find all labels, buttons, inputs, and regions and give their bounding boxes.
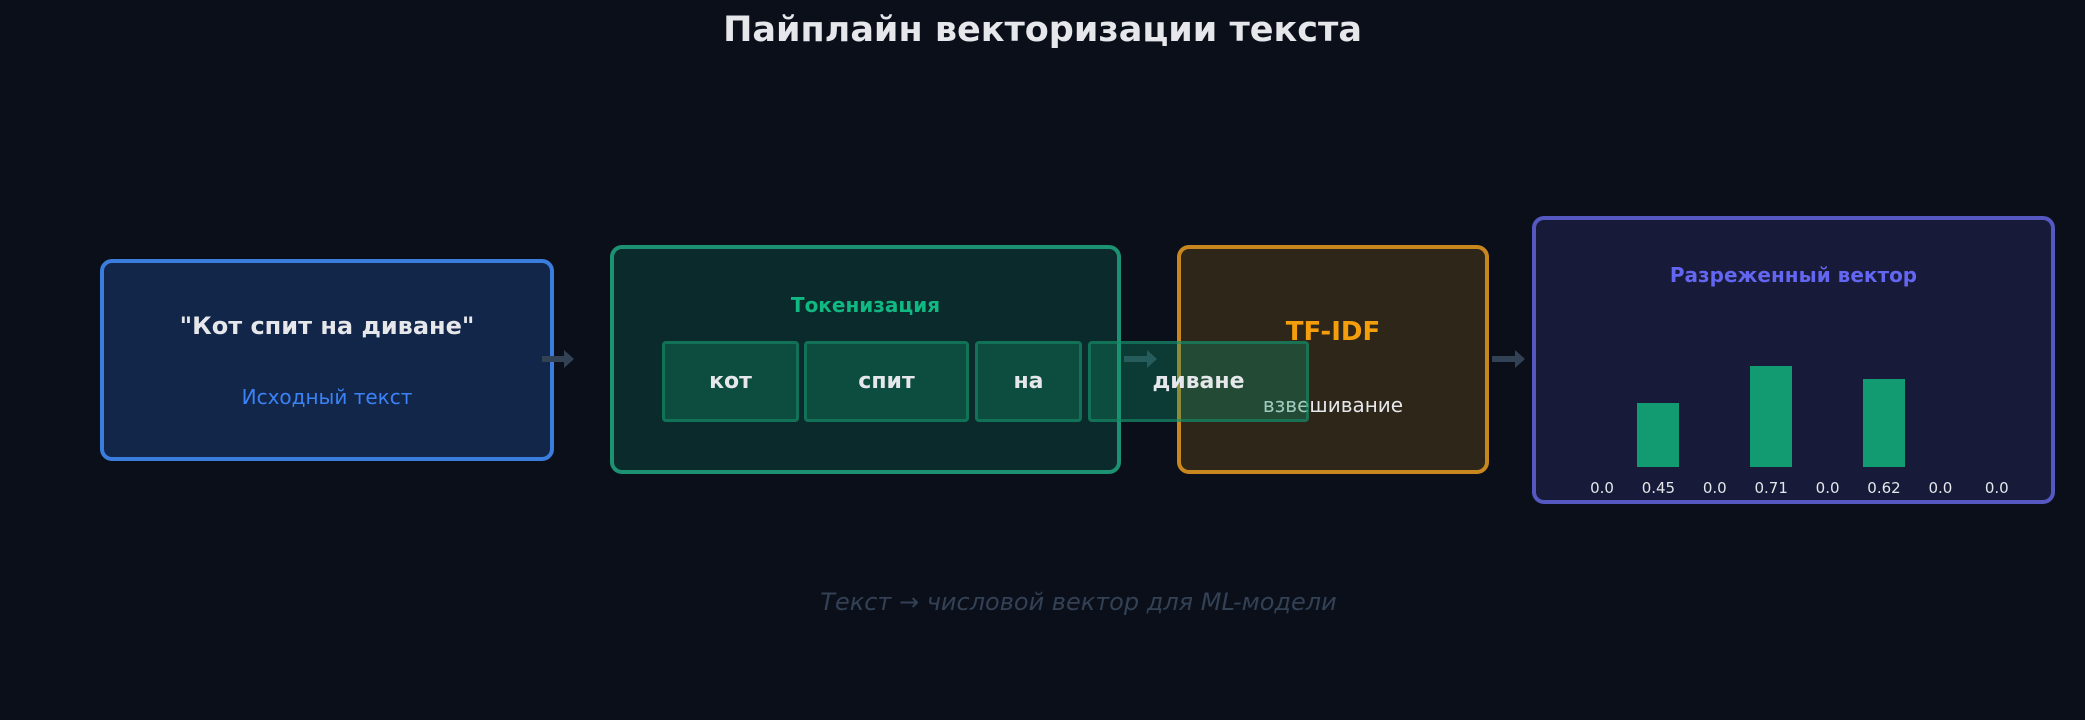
vector-bar [1863,378,1905,467]
vector-value-label: 0.62 [1867,479,1901,497]
vector-value-label: 0.0 [1702,479,1727,497]
token-spit: спит [804,341,969,422]
vector-value-label: 0.0 [1928,479,1953,497]
source-text-box: "Кот спит на диване" Исходный текст [100,259,554,461]
arrow-2 [1124,350,1157,368]
arrow-1 [542,350,574,368]
diagram-title: Пайплайн векторизации текста [723,10,1362,50]
vector-value-label: 0.0 [1815,479,1840,497]
vector-value-label: 0.0 [1984,479,2009,497]
source-label: Исходный текст [241,385,413,409]
source-text: "Кот спит на диване" [179,312,475,340]
vector-value-label: 0.45 [1641,479,1676,497]
token-divane: диване [1088,341,1309,422]
tfidf-label: взвешивание [1262,393,1404,417]
vector-bar [1637,403,1680,467]
sparse-vector-box: Разреженный вектор [1532,216,2055,504]
sparse-vector-title: Разреженный вектор [1669,263,1918,287]
token-na: на [975,341,1082,422]
token-kot: кот [662,341,799,422]
tokenization-title: Токенизация [790,293,941,317]
tokenization-box: Токенизация [610,245,1121,474]
vector-value-label: 0.0 [1590,479,1614,497]
footer-caption: Текст → числовой вектор для ML-модели [820,588,1337,616]
arrow-3 [1492,350,1525,368]
vector-bar [1750,366,1793,467]
vector-value-label: 0.71 [1754,479,1788,497]
tfidf-box: TF-IDF взвешивание [1177,245,1489,474]
